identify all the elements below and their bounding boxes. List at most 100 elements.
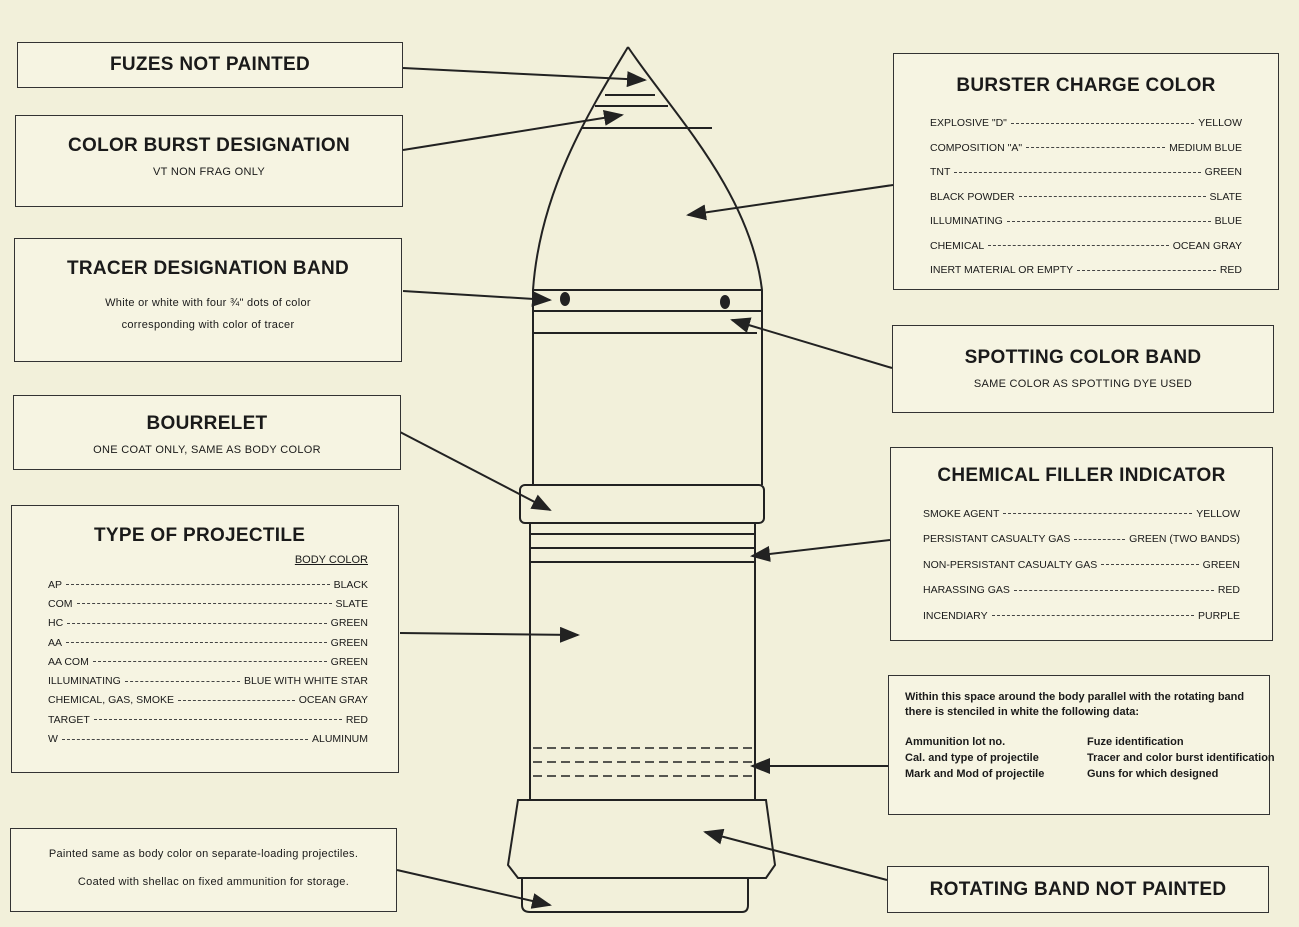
dash-leader: [178, 699, 295, 701]
base-box: Painted same as body color on separate-l…: [10, 828, 397, 912]
row-value: GREEN: [330, 655, 368, 668]
row-value: YELLOW: [1198, 117, 1242, 130]
row-value: GREEN: [1204, 166, 1242, 179]
dash-leader: [93, 719, 342, 721]
dash-leader: [1074, 538, 1126, 540]
legend-row: W ALUMINUM: [48, 729, 368, 748]
tracer-box: TRACER DESIGNATION BAND White or white w…: [14, 238, 402, 362]
row-key: NON-PERSISTANT CASUALTY GAS: [923, 558, 1098, 571]
row-value: MEDIUM BLUE: [1169, 141, 1242, 154]
spotting-box: SPOTTING COLOR BAND SAME COLOR AS SPOTTI…: [892, 325, 1274, 413]
row-value: RED: [1219, 264, 1242, 277]
legend-row: HARASSING GAS RED: [923, 578, 1240, 604]
row-value: BLUE WITH WHITE STAR: [243, 675, 368, 688]
dash-leader: [1018, 196, 1206, 198]
spotting-title: SPOTTING COLOR BAND: [964, 347, 1202, 368]
fuzes-box: FUZES NOT PAINTED: [17, 42, 403, 88]
legend-row: HC GREEN: [48, 614, 368, 633]
dash-leader: [61, 738, 308, 740]
row-key: AP: [48, 578, 63, 591]
row-key: ILLUMINATING: [48, 675, 121, 688]
dash-leader: [988, 245, 1169, 247]
tracer-dot: [720, 295, 730, 309]
ogive: [532, 46, 763, 485]
row-key: BLACK POWDER: [930, 190, 1015, 203]
row-value: GREEN: [330, 617, 368, 630]
row-key: SMOKE AGENT: [923, 507, 1000, 520]
stencil-intro: Within this space around the body parall…: [905, 691, 1245, 718]
legend-row: PERSISTANT CASUALTY GAS GREEN (TWO BANDS): [923, 527, 1240, 553]
row-value: SLATE: [1209, 190, 1242, 203]
row-value: BLUE: [1214, 215, 1242, 228]
burster-box: BURSTER CHARGE COLOR EXPLOSIVE "D"YELLOW…: [893, 53, 1279, 290]
stencil-item: Mark and Mod of projectile: [905, 768, 1045, 780]
leader-arrows: [396, 67, 894, 909]
row-value: OCEAN GRAY: [298, 694, 368, 707]
base-line-2: Coated with shellac on fixed ammunition …: [77, 876, 350, 888]
row-key: INCENDIARY: [923, 609, 988, 622]
tracer-dot: [560, 292, 570, 306]
dash-leader: [92, 661, 327, 663]
row-key: AA: [48, 636, 63, 649]
bourrelet-band: [519, 484, 765, 524]
dash-leader: [1003, 513, 1193, 515]
dash-leader: [1101, 564, 1199, 566]
chemical-box: CHEMICAL FILLER INDICATOR SMOKE AGENT YEL…: [890, 447, 1273, 641]
row-key: TARGET: [48, 713, 90, 726]
row-key: CHEMICAL, GAS, SMOKE: [48, 694, 175, 707]
chemical-title: CHEMICAL FILLER INDICATOR: [937, 465, 1226, 486]
tracer-note-1: White or white with four ¾" dots of colo…: [105, 297, 311, 309]
bourrelet-note: ONE COAT ONLY, SAME AS BODY COLOR: [93, 444, 321, 456]
row-value: BLACK: [333, 578, 368, 591]
body-color-header: BODY COLOR: [294, 554, 368, 566]
dash-leader: [991, 615, 1194, 617]
bourrelet-title: BOURRELET: [146, 413, 268, 434]
dash-leader: [76, 603, 332, 605]
legend-row: BLACK POWDER SLATE: [930, 185, 1242, 210]
tracer-title: TRACER DESIGNATION BAND: [66, 258, 350, 279]
row-key: HC: [48, 617, 64, 630]
row-key: COMPOSITION "A": [930, 141, 1023, 154]
spotting-note: SAME COLOR AS SPOTTING DYE USED: [973, 378, 1193, 390]
projectile-title: TYPE OF PROJECTILE: [94, 525, 306, 546]
legend-row: COMPOSITION "A" MEDIUM BLUE: [930, 136, 1242, 161]
color-burst-note: VT NON FRAG ONLY: [153, 166, 265, 178]
stencil-box: Within this space around the body parall…: [888, 675, 1275, 815]
dash-leader: [1026, 147, 1166, 149]
dash-leader: [66, 642, 327, 644]
stencil-item: Guns for which designed: [1087, 768, 1219, 780]
row-value: YELLOW: [1196, 507, 1240, 520]
row-value: GREEN: [1202, 558, 1240, 571]
legend-row: CHEMICAL, GAS, SMOKE OCEAN GRAY: [48, 691, 368, 710]
row-value: OCEAN GRAY: [1172, 239, 1242, 252]
legend-row: AA COM GREEN: [48, 652, 368, 671]
dash-leader: [66, 584, 330, 586]
fuzes-title: FUZES NOT PAINTED: [109, 54, 311, 75]
base-line-1: Painted same as body color on separate-l…: [48, 848, 359, 860]
row-key: PERSISTANT CASUALTY GAS: [923, 533, 1071, 546]
row-value: GREEN (TWO BANDS): [1129, 533, 1240, 546]
dash-leader: [954, 171, 1201, 173]
row-key: W: [48, 733, 58, 746]
color-burst-box: COLOR BURST DESIGNATION VT NON FRAG ONLY: [15, 115, 403, 207]
stencil-item: Tracer and color burst identification: [1087, 752, 1275, 764]
rotating-band: [506, 799, 777, 879]
row-key: AA COM: [48, 655, 89, 668]
row-value: ALUMINUM: [311, 733, 368, 746]
rotating-title: ROTATING BAND NOT PAINTED: [929, 879, 1227, 900]
stencil-item: Cal. and type of projectile: [905, 752, 1039, 764]
burster-title: BURSTER CHARGE COLOR: [956, 75, 1216, 96]
row-key: CHEMICAL: [930, 239, 985, 252]
row-value: SLATE: [335, 597, 368, 610]
dash-leader: [1013, 589, 1214, 591]
base: [521, 878, 749, 913]
row-value: RED: [1217, 584, 1240, 597]
dash-leader: [1006, 220, 1211, 222]
row-key: HARASSING GAS: [923, 584, 1010, 597]
